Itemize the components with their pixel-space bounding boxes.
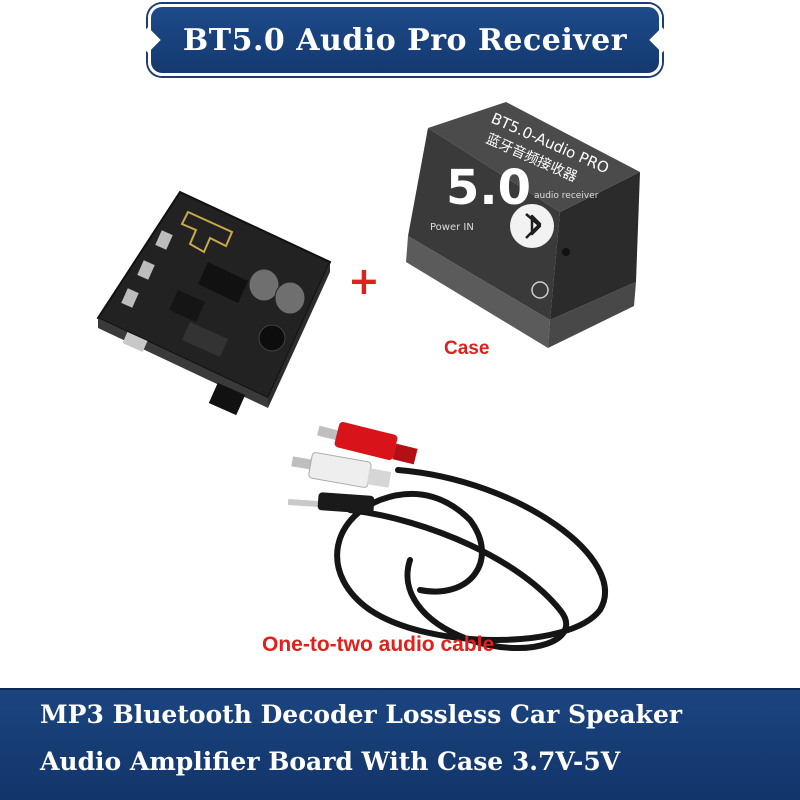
case-version-text: 5.0: [446, 160, 531, 216]
caption-line-2: Audio Amplifier Board With Case 3.7V-5V: [40, 747, 621, 776]
cable-label: One-to-two audio cable: [262, 633, 495, 656]
title-text: BT5.0 Audio Pro Receiver: [182, 22, 628, 58]
case-label: Case: [444, 338, 490, 359]
title-banner: BT5.0 Audio Pro Receiver: [148, 4, 662, 76]
circuit-board: [96, 190, 332, 416]
caption-banner: MP3 Bluetooth Decoder Lossless Car Speak…: [0, 688, 800, 800]
case-sub-text: audio receiver: [534, 191, 599, 201]
audio-cable: [287, 421, 608, 651]
white-rca-plug: [291, 452, 392, 488]
jack-plug: [287, 492, 375, 514]
plus-icon: +: [348, 259, 380, 303]
headphone-icon: [531, 281, 549, 299]
caption-line-1: MP3 Bluetooth Decoder Lossless Car Speak…: [40, 700, 683, 729]
red-rca-plug: [317, 421, 418, 465]
case-power-text: Power IN: [430, 222, 474, 233]
case-box: BT5.0-Audio PRO 蓝牙音频接收器 5.0 audio receiv…: [406, 102, 640, 348]
product-illustration: BT5.0-Audio PRO 蓝牙音频接收器 5.0 audio receiv…: [96, 102, 640, 651]
